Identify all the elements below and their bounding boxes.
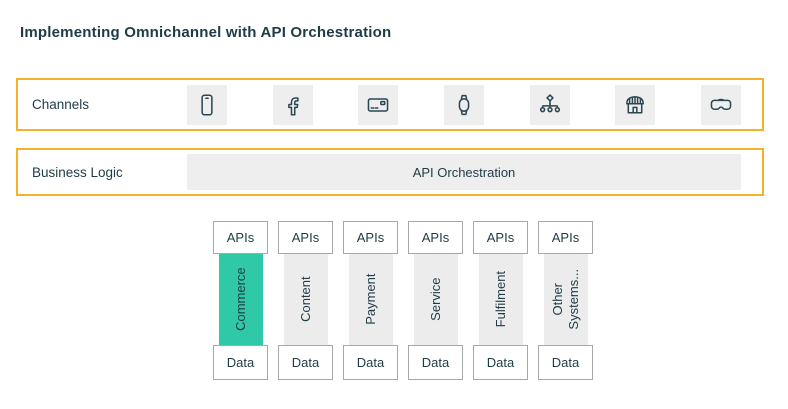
sitemap-icon [537,92,563,118]
smartwatch-icon [451,92,477,118]
service-bar-label: Commerce [232,267,248,332]
data-box: Data [278,345,333,380]
service-bar-label: Fulfilment [492,271,508,328]
business-logic-label: Business Logic [32,164,123,180]
data-box: Data [213,345,268,380]
api-orchestration-bar: API Orchestration [187,154,741,190]
channels-row: Channels [16,78,764,131]
page-title: Implementing Omnichannel with API Orches… [20,24,392,41]
data-box: Data [538,345,593,380]
service-bar: Commerce [218,254,263,345]
storefront-icon [622,92,648,118]
service-bar: Content [283,254,328,345]
service-bar: Fulfilment [478,254,523,345]
apis-box: APIs [213,221,268,254]
data-box: Data [343,345,398,380]
channel-icon-tile [700,84,741,125]
service-bar-label: Content [297,276,313,323]
channel-icon-tile [615,84,656,125]
apis-box: APIs [473,221,528,254]
data-box: Data [473,345,528,380]
channels-icon-strip [187,84,741,125]
channel-icon-tile [187,84,227,125]
channels-label: Channels [32,97,90,112]
business-logic-row: Business Logic API Orchestration [16,148,764,196]
service-bar-label: Other Systems... [549,269,581,330]
apis-box: APIs [408,221,463,254]
facebook-icon [280,92,306,118]
vr-headset-icon [708,92,734,118]
channel-icon-tile [529,84,570,125]
channel-icon-tile [272,84,313,125]
smartphone-icon [194,92,220,118]
apis-box: APIs [538,221,593,254]
service-bar-label: Service [427,277,443,322]
channel-icon-tile [358,84,399,125]
apis-box: APIs [343,221,398,254]
apis-box: APIs [278,221,333,254]
service-bar-label: Payment [362,273,378,326]
service-bar: Service [413,254,458,345]
credit-card-icon [365,92,391,118]
data-box: Data [408,345,463,380]
service-bar: Other Systems... [543,254,588,345]
channel-icon-tile [443,84,484,125]
service-bar: Payment [348,254,393,345]
